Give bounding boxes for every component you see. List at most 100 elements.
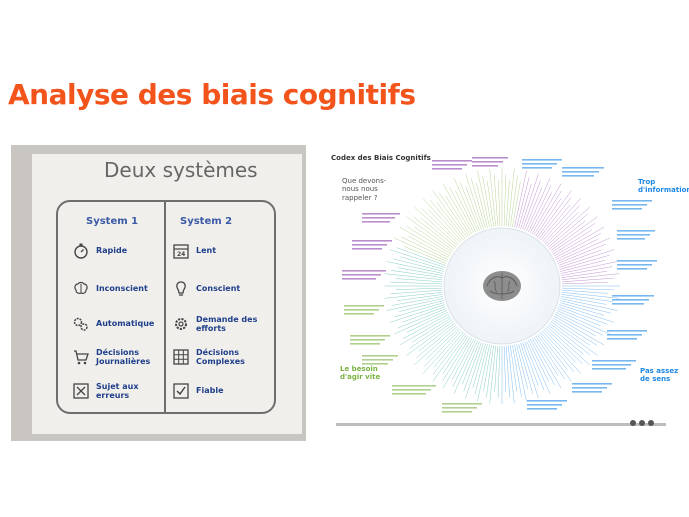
wheel-ray — [472, 343, 486, 388]
wheel-ray — [465, 342, 484, 399]
gears-icon — [72, 315, 90, 333]
wheel-ray — [487, 180, 494, 227]
wheel-ray — [463, 342, 482, 392]
wheel-ray — [449, 186, 475, 234]
wheel-label-block — [572, 391, 602, 393]
system2-item-label: Décisions Complexes — [196, 348, 245, 367]
wheel-ray — [559, 254, 610, 270]
wheel-label-block — [592, 368, 626, 370]
wheel-ray — [391, 296, 443, 306]
wheel-ray — [522, 180, 541, 230]
wheel-ray — [421, 208, 460, 245]
wheel-ray — [518, 184, 532, 229]
wheel-label-block — [527, 408, 557, 410]
wheel-ray — [558, 249, 615, 268]
wheel-ray — [537, 334, 572, 382]
wheel-ray — [406, 321, 454, 356]
wheel-ray — [528, 339, 549, 382]
wheel-ray — [555, 239, 598, 260]
wheel-ray — [498, 180, 501, 227]
wheel-ray — [558, 304, 615, 323]
wheel-label-block — [562, 167, 604, 169]
wheel-ray — [560, 261, 618, 274]
wheel-ray — [402, 306, 446, 323]
system1-item: Sujet aux erreurs — [72, 382, 160, 400]
wheel-ray — [432, 334, 467, 382]
wheel-ray — [533, 336, 559, 377]
wheel-label-block — [522, 167, 552, 169]
wheel-label-block — [612, 208, 642, 210]
wheel-ray — [550, 216, 598, 251]
wheel-ray — [553, 226, 605, 257]
system1-item-label: Rapide — [96, 246, 128, 256]
system1-item-label: Automatique — [96, 319, 155, 329]
wheel-ray — [402, 313, 450, 339]
wheel-ray — [403, 246, 447, 264]
wheel-ray — [561, 287, 614, 291]
system1-label: System 1 — [86, 216, 139, 227]
wheel-label-block — [562, 171, 599, 173]
wheel-ray — [477, 170, 490, 228]
wheel-label-block — [472, 161, 503, 163]
wheel-ray — [541, 198, 582, 242]
wheel-label-block — [432, 160, 472, 162]
license-icons — [630, 420, 654, 426]
wheel-label-block — [344, 313, 374, 315]
wheel-ray — [465, 173, 484, 230]
wheel-ray — [433, 331, 464, 368]
wheel-ray — [529, 192, 552, 234]
wheel-ray — [561, 273, 620, 280]
wheel-ray — [422, 198, 463, 242]
wheel-ray — [514, 170, 527, 228]
wheel-ray — [411, 317, 452, 343]
wheel-label-block — [442, 411, 472, 413]
wheel-ray — [561, 277, 614, 283]
wheel-ray — [553, 315, 605, 346]
wheel-label-block — [572, 387, 607, 389]
wheel-ray — [546, 325, 590, 366]
wheel-label-block — [617, 264, 652, 266]
wheel-ray — [540, 204, 571, 241]
wheel-label-block — [612, 299, 649, 301]
wheel-label-block — [342, 278, 376, 280]
grid-icon — [172, 348, 190, 366]
wheel-ray — [516, 344, 528, 389]
wheel-ray — [390, 289, 443, 295]
wheel-ray — [528, 185, 552, 233]
wheel-ray — [522, 342, 539, 386]
codex-footer — [336, 423, 666, 426]
wheel-ray — [554, 313, 596, 336]
wheel-ray — [476, 183, 488, 228]
wheel-label-block — [612, 204, 647, 206]
system2-item: Fiable — [172, 382, 224, 400]
system2-item: Décisions Complexes — [172, 348, 272, 366]
wheel-label-block — [592, 360, 636, 362]
wheel-ray — [493, 174, 499, 227]
wheel-ray — [401, 236, 449, 260]
gear-icon — [172, 315, 190, 333]
wheel-ray — [414, 325, 458, 366]
wheel-ray — [422, 330, 463, 374]
wheel-ray — [465, 186, 482, 230]
wheel-ray — [531, 183, 562, 235]
wheel-ray — [550, 321, 598, 356]
wheel-ray — [413, 226, 453, 253]
wheel-label-block — [432, 168, 462, 170]
wheel-label-block — [472, 165, 498, 167]
system1-item-label: Inconscient — [96, 284, 148, 294]
wheel-ray — [524, 341, 545, 390]
wheel-label-block — [350, 343, 380, 345]
label-blocks — [342, 157, 657, 413]
wheel-label-block — [352, 244, 387, 246]
wheel-ray — [470, 178, 486, 229]
wheel-label-block — [522, 159, 562, 161]
system1-item-label: Sujet aux erreurs — [96, 382, 139, 401]
wheel-label-block — [352, 240, 392, 242]
wheel-ray — [540, 331, 575, 372]
wheel-label-block — [617, 230, 655, 232]
system2-item-label: Fiable — [196, 386, 224, 396]
wheel-label-block — [352, 248, 382, 250]
wheel-ray — [516, 177, 530, 228]
wheel-label-block — [342, 274, 381, 276]
wheel-label-block — [592, 364, 631, 366]
